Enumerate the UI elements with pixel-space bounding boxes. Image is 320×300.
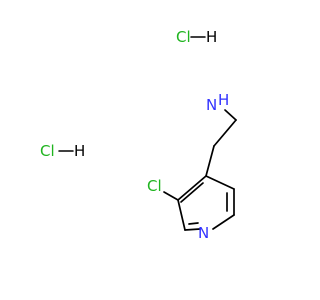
bond-c1-c2 (213, 119, 237, 147)
molecule-diagram: Cl H Cl H N H Cl N (40, 28, 237, 242)
bond-c5-c4 (205, 175, 235, 190)
chloro-cl: Cl (147, 177, 162, 195)
amine-n: N (206, 96, 217, 114)
ring-n: N (198, 224, 209, 242)
bond-n-c6 (212, 214, 235, 230)
bond-c2r-n-inner (188, 222, 199, 225)
atom-labels: Cl H Cl H N H Cl N (40, 28, 229, 242)
bond-c2-c4 (205, 145, 215, 177)
bond-c4-c3-inner (180, 182, 204, 203)
hcl-top-h: H (206, 28, 217, 46)
bond-c3-c2r (177, 199, 186, 231)
bonds (58, 36, 237, 231)
bond-c2r-n (184, 228, 201, 231)
bond-c3-cl (163, 191, 179, 201)
hcl-top-cl: Cl (176, 28, 191, 46)
hcl-left-cl: Cl (40, 142, 55, 160)
amine-h: H (218, 91, 229, 109)
bond-n-c1 (224, 109, 237, 121)
hcl-left-h: H (74, 142, 85, 160)
bond-c4-c3 (177, 175, 207, 201)
